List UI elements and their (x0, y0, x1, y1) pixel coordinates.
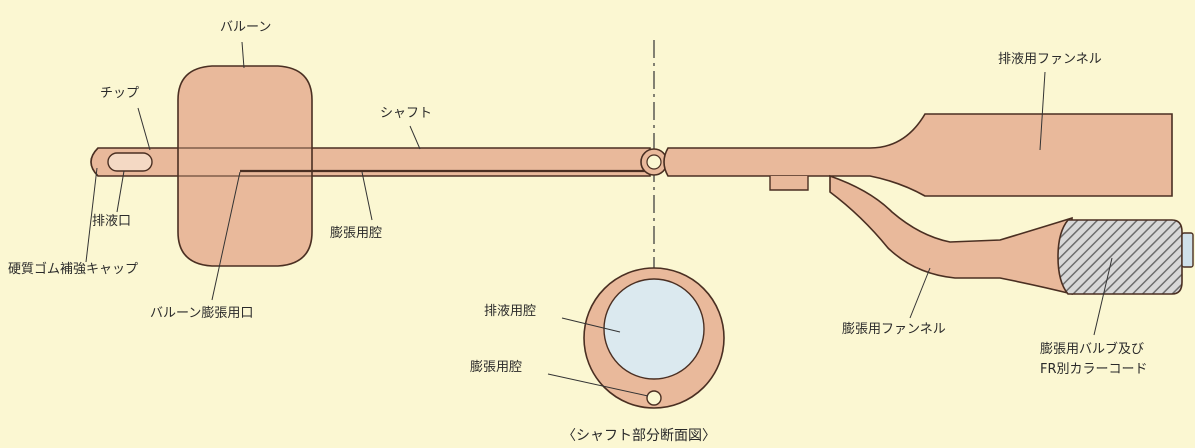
cross-section-inflation-lumen (646, 390, 662, 406)
label-valve-line1: 膨張用バルブ及び (1040, 342, 1145, 357)
label-balloon-inflation-port: バルーン膨張用口 (150, 306, 254, 321)
label-inflation-funnel: 膨張用ファンネル (842, 322, 946, 337)
inflation-valve (1057, 219, 1183, 295)
label-drain-port: 排液口 (92, 214, 132, 229)
label-balloon: バルーン (220, 20, 272, 35)
cross-section-caption: 〈シャフト部分断面図〉 (562, 428, 716, 444)
label-shaft: シャフト (380, 106, 433, 121)
label-drain-funnel: 排液用ファンネル (998, 52, 1102, 67)
drain-funnel (663, 113, 1173, 197)
branch-notch (769, 176, 809, 191)
label-tip: チップ (100, 86, 140, 101)
balloon (177, 65, 313, 267)
label-cs-drain-lumen: 排液用腔 (484, 304, 537, 319)
section-marker-hole (646, 154, 662, 170)
drain-port-opening (107, 152, 153, 172)
valve-end-cap (1181, 232, 1194, 268)
label-inflation-lumen: 膨張用腔 (330, 226, 383, 241)
label-valve-line2: FR別カラーコード (1040, 362, 1148, 377)
cross-section-drain-lumen (603, 278, 705, 380)
leader-lines (85, 41, 1113, 397)
label-cap: 硬質ゴム補強キャップ (8, 262, 139, 277)
label-cs-inflation-lumen: 膨張用腔 (470, 360, 523, 375)
